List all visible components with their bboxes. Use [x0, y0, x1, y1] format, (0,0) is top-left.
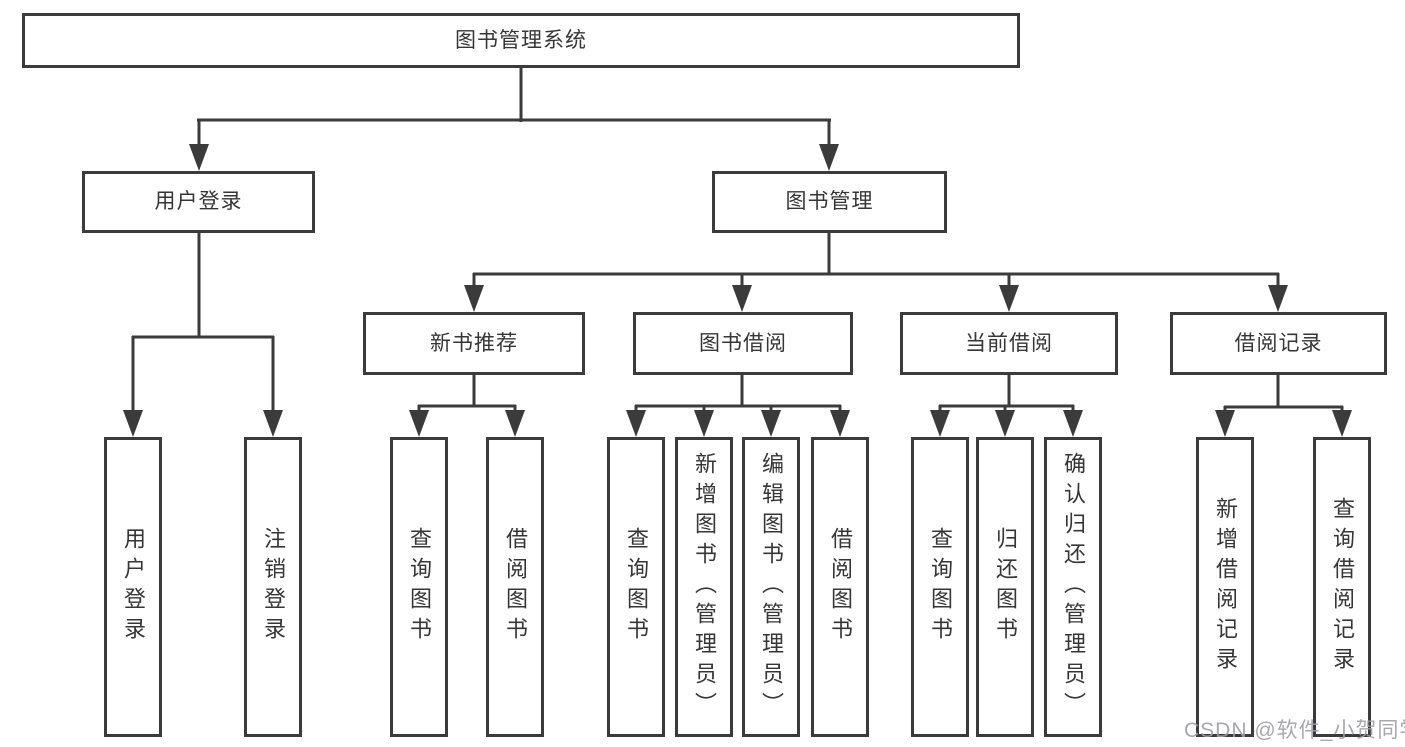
node-new-book-recommendation: 新书推荐	[363, 312, 585, 375]
leaf-add-borrow-record: 新增借阅记录	[1196, 437, 1254, 737]
leaf-return-books: 归还图书	[976, 437, 1034, 737]
leaf-logout: 注销登录	[244, 437, 302, 737]
node-book-borrowing: 图书借阅	[633, 312, 853, 375]
leaf-borrow-books-recommend: 借阅图书	[486, 437, 544, 737]
leaf-query-borrow-record: 查询借阅记录	[1313, 437, 1371, 737]
leaf-edit-books-admin: 编辑图书（管理员）	[742, 437, 800, 737]
leaf-user-login: 用户登录	[104, 437, 162, 737]
node-book-management: 图书管理	[712, 171, 947, 233]
leaf-query-books-current: 查询图书	[911, 437, 969, 737]
arrowheads	[123, 144, 1352, 437]
leaf-borrow-books: 借阅图书	[811, 437, 869, 737]
node-borrowing-records: 借阅记录	[1170, 312, 1387, 375]
leaf-query-books-recommend: 查询图书	[390, 437, 448, 737]
leaf-confirm-return-admin: 确认归还（管理员）	[1044, 437, 1102, 737]
node-current-borrowing: 当前借阅	[900, 312, 1118, 375]
node-user-login: 用户登录	[82, 171, 315, 233]
leaf-query-books-borrow: 查询图书	[607, 437, 665, 737]
csdn-watermark: CSDN @软件_小贺同学	[1184, 719, 1405, 742]
node-library-management-system: 图书管理系统	[22, 13, 1020, 68]
leaf-add-books-admin: 新增图书（管理员）	[675, 437, 733, 737]
